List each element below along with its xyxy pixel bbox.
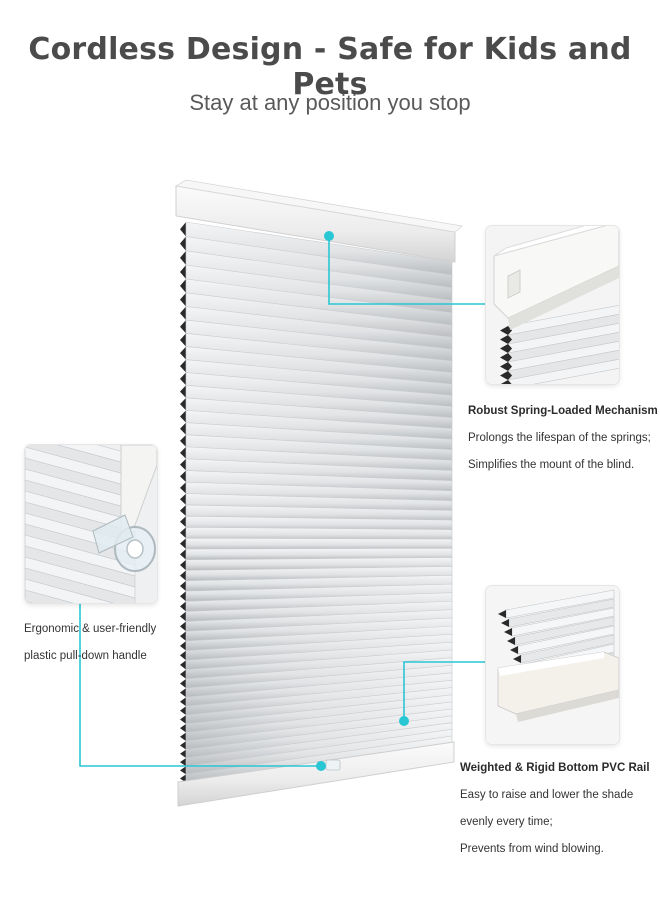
bottomrail-closeup-photo [486,586,619,744]
callout-line: Ergonomic & user-friendly [24,623,157,635]
accent-dot [316,761,326,771]
callout-line: Prevents from wind blowing. [460,843,604,855]
callout-spring-mechanism: Robust Spring-Loaded Mechanism Prolongs … [468,398,658,479]
callout-line: Simplifies the mount of the blind. [468,459,635,471]
pleated-fabric [185,221,453,783]
callout-bottom-rail: Weighted & Rigid Bottom PVC Rail Easy to… [460,755,658,863]
page-subtitle: Stay at any position you stop [189,90,471,115]
pull-handle [325,759,341,771]
callout-handle: Ergonomic & user-friendly plastic pull-d… [24,616,194,670]
callout-line: Prolongs the lifespan of the springs; [468,432,651,444]
accent-dot [324,231,334,241]
page-title: Cordless Design - Safe for Kids and Pets [28,32,632,102]
callout-heading: Robust Spring-Loaded Mechanism [468,405,658,417]
bottom-rail [177,741,455,807]
accent-dot [399,716,409,726]
leader-lines [79,236,488,767]
handle-closeup-photo [25,445,157,603]
callout-line: evenly every time; [460,816,553,828]
callout-heading: Weighted & Rigid Bottom PVC Rail [460,762,650,774]
callout-line: Easy to raise and lower the shade [460,789,634,801]
callout-line: plastic pull-down handle [24,650,147,662]
headrail-closeup-photo [486,226,619,384]
